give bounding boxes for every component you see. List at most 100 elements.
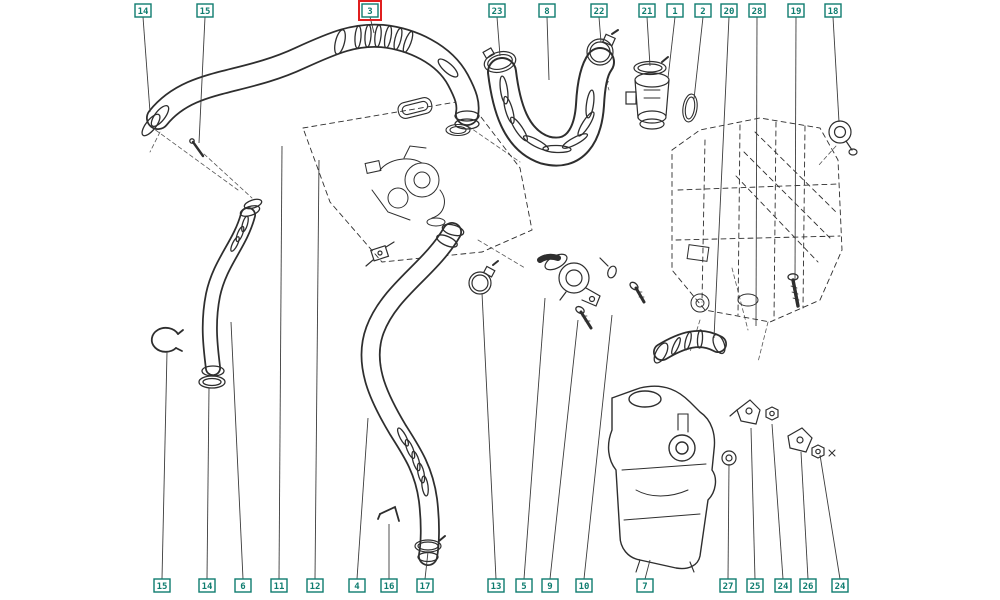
callout-28-top-10[interactable]: 28 — [748, 3, 766, 18]
callout-number: 8 — [544, 7, 549, 17]
callout-3-top-2[interactable]: 3 — [358, 0, 382, 21]
callout-box[interactable] — [515, 578, 533, 593]
callout-box[interactable] — [153, 578, 171, 593]
pin-clip — [189, 138, 205, 158]
callout-box[interactable] — [488, 3, 506, 18]
callout-box[interactable] — [306, 578, 324, 593]
callout-12-bottom-4[interactable]: 12 — [306, 578, 324, 593]
leader-line-26 — [800, 451, 809, 580]
callout-box[interactable] — [538, 3, 556, 18]
part-10-screw — [629, 281, 646, 304]
callout-19-top-11[interactable]: 19 — [787, 3, 805, 18]
callout-box[interactable] — [774, 578, 792, 593]
callout-box[interactable] — [575, 578, 593, 593]
callout-box[interactable] — [348, 578, 366, 593]
callout-number: 3 — [367, 7, 372, 17]
diagram-art — [141, 23, 858, 573]
callout-number: 14 — [202, 582, 213, 592]
callout-7-bottom-12[interactable]: 7 — [636, 578, 654, 593]
callout-box[interactable] — [198, 578, 216, 593]
callout-box[interactable] — [234, 578, 252, 593]
callout-number: 5 — [521, 582, 526, 592]
callout-2-top-8[interactable]: 2 — [694, 3, 712, 18]
gasket-and-seal — [397, 97, 471, 137]
callout-box[interactable] — [134, 3, 152, 18]
callout-box[interactable] — [831, 578, 849, 593]
callout-box[interactable] — [746, 578, 764, 593]
callout-15-top-1[interactable]: 15 — [196, 3, 214, 18]
callout-18-top-12[interactable]: 18 — [824, 3, 842, 18]
clamp-21 — [633, 56, 669, 76]
callout-5-bottom-9[interactable]: 5 — [515, 578, 533, 593]
callout-number: 17 — [420, 582, 431, 592]
callout-9-bottom-10[interactable]: 9 — [541, 578, 559, 593]
bracket-26 — [787, 427, 813, 453]
turbo-dashed-outline — [302, 99, 533, 263]
callout-14-top-0[interactable]: 14 — [134, 3, 152, 18]
callout-8-top-4[interactable]: 8 — [538, 3, 556, 18]
callout-box[interactable] — [666, 3, 684, 18]
callout-14-bottom-1[interactable]: 14 — [198, 578, 216, 593]
leader-line-24 — [771, 423, 784, 580]
callout-number: 2 — [700, 7, 705, 17]
callout-box[interactable] — [719, 578, 737, 593]
callout-box[interactable] — [416, 578, 434, 593]
callout-box[interactable] — [590, 3, 608, 18]
callout-box[interactable] — [824, 3, 842, 18]
callout-box[interactable] — [636, 578, 654, 593]
part-7-airbox — [607, 385, 717, 573]
callout-10-bottom-11[interactable]: 10 — [575, 578, 593, 593]
callout-box[interactable] — [748, 3, 766, 18]
callout-box[interactable] — [380, 578, 398, 593]
part-5-valve — [537, 253, 617, 307]
leader-line-19 — [794, 16, 797, 281]
callout-24-bottom-17[interactable]: 24 — [831, 578, 849, 593]
callout-box[interactable] — [799, 578, 817, 593]
part-19-bolt — [787, 273, 800, 308]
clamp-23 — [482, 47, 517, 74]
leader-line-9 — [549, 319, 579, 580]
callout-number: 27 — [723, 582, 734, 592]
part-8-hose — [487, 47, 615, 167]
callout-box[interactable] — [541, 578, 559, 593]
leader-line-12 — [314, 159, 320, 580]
callout-number: 7 — [642, 582, 647, 592]
callout-15-bottom-0[interactable]: 15 — [153, 578, 171, 593]
callout-1-top-7[interactable]: 1 — [666, 3, 684, 18]
callout-number: 14 — [138, 7, 149, 17]
callout-20-top-9[interactable]: 20 — [720, 3, 738, 18]
callout-26-bottom-16[interactable]: 26 — [799, 578, 817, 593]
leader-line-10 — [583, 314, 613, 580]
part-27-grommet — [721, 450, 737, 466]
nut-24-a — [765, 406, 779, 421]
callout-box[interactable] — [196, 3, 214, 18]
callout-24-bottom-15[interactable]: 24 — [774, 578, 792, 593]
callout-21-top-6[interactable]: 21 — [638, 3, 656, 18]
part-18-cap — [828, 120, 858, 156]
callout-box[interactable] — [361, 3, 379, 18]
callout-number: 15 — [200, 7, 211, 17]
callout-27-bottom-13[interactable]: 27 — [719, 578, 737, 593]
leader-line-27 — [727, 463, 730, 580]
callout-box[interactable] — [720, 3, 738, 18]
callout-number: 24 — [835, 582, 846, 592]
callout-25-bottom-14[interactable]: 25 — [746, 578, 764, 593]
callout-box[interactable] — [694, 3, 712, 18]
leader-line-11 — [278, 145, 283, 580]
callout-13-bottom-8[interactable]: 13 — [487, 578, 505, 593]
callout-box[interactable] — [270, 578, 288, 593]
callout-17-bottom-7[interactable]: 17 — [416, 578, 434, 593]
callout-23-top-3[interactable]: 23 — [488, 3, 506, 18]
callout-22-top-5[interactable]: 22 — [590, 3, 608, 18]
callout-4-bottom-5[interactable]: 4 — [348, 578, 366, 593]
part-9-bolt — [575, 305, 593, 330]
callout-6-bottom-2[interactable]: 6 — [234, 578, 252, 593]
callout-box[interactable] — [487, 578, 505, 593]
callout-number: 26 — [803, 582, 814, 592]
callout-number: 19 — [791, 7, 802, 17]
callout-box[interactable] — [787, 3, 805, 18]
callout-16-bottom-6[interactable]: 16 — [380, 578, 398, 593]
callout-box[interactable] — [638, 3, 656, 18]
callout-11-bottom-3[interactable]: 11 — [270, 578, 288, 593]
